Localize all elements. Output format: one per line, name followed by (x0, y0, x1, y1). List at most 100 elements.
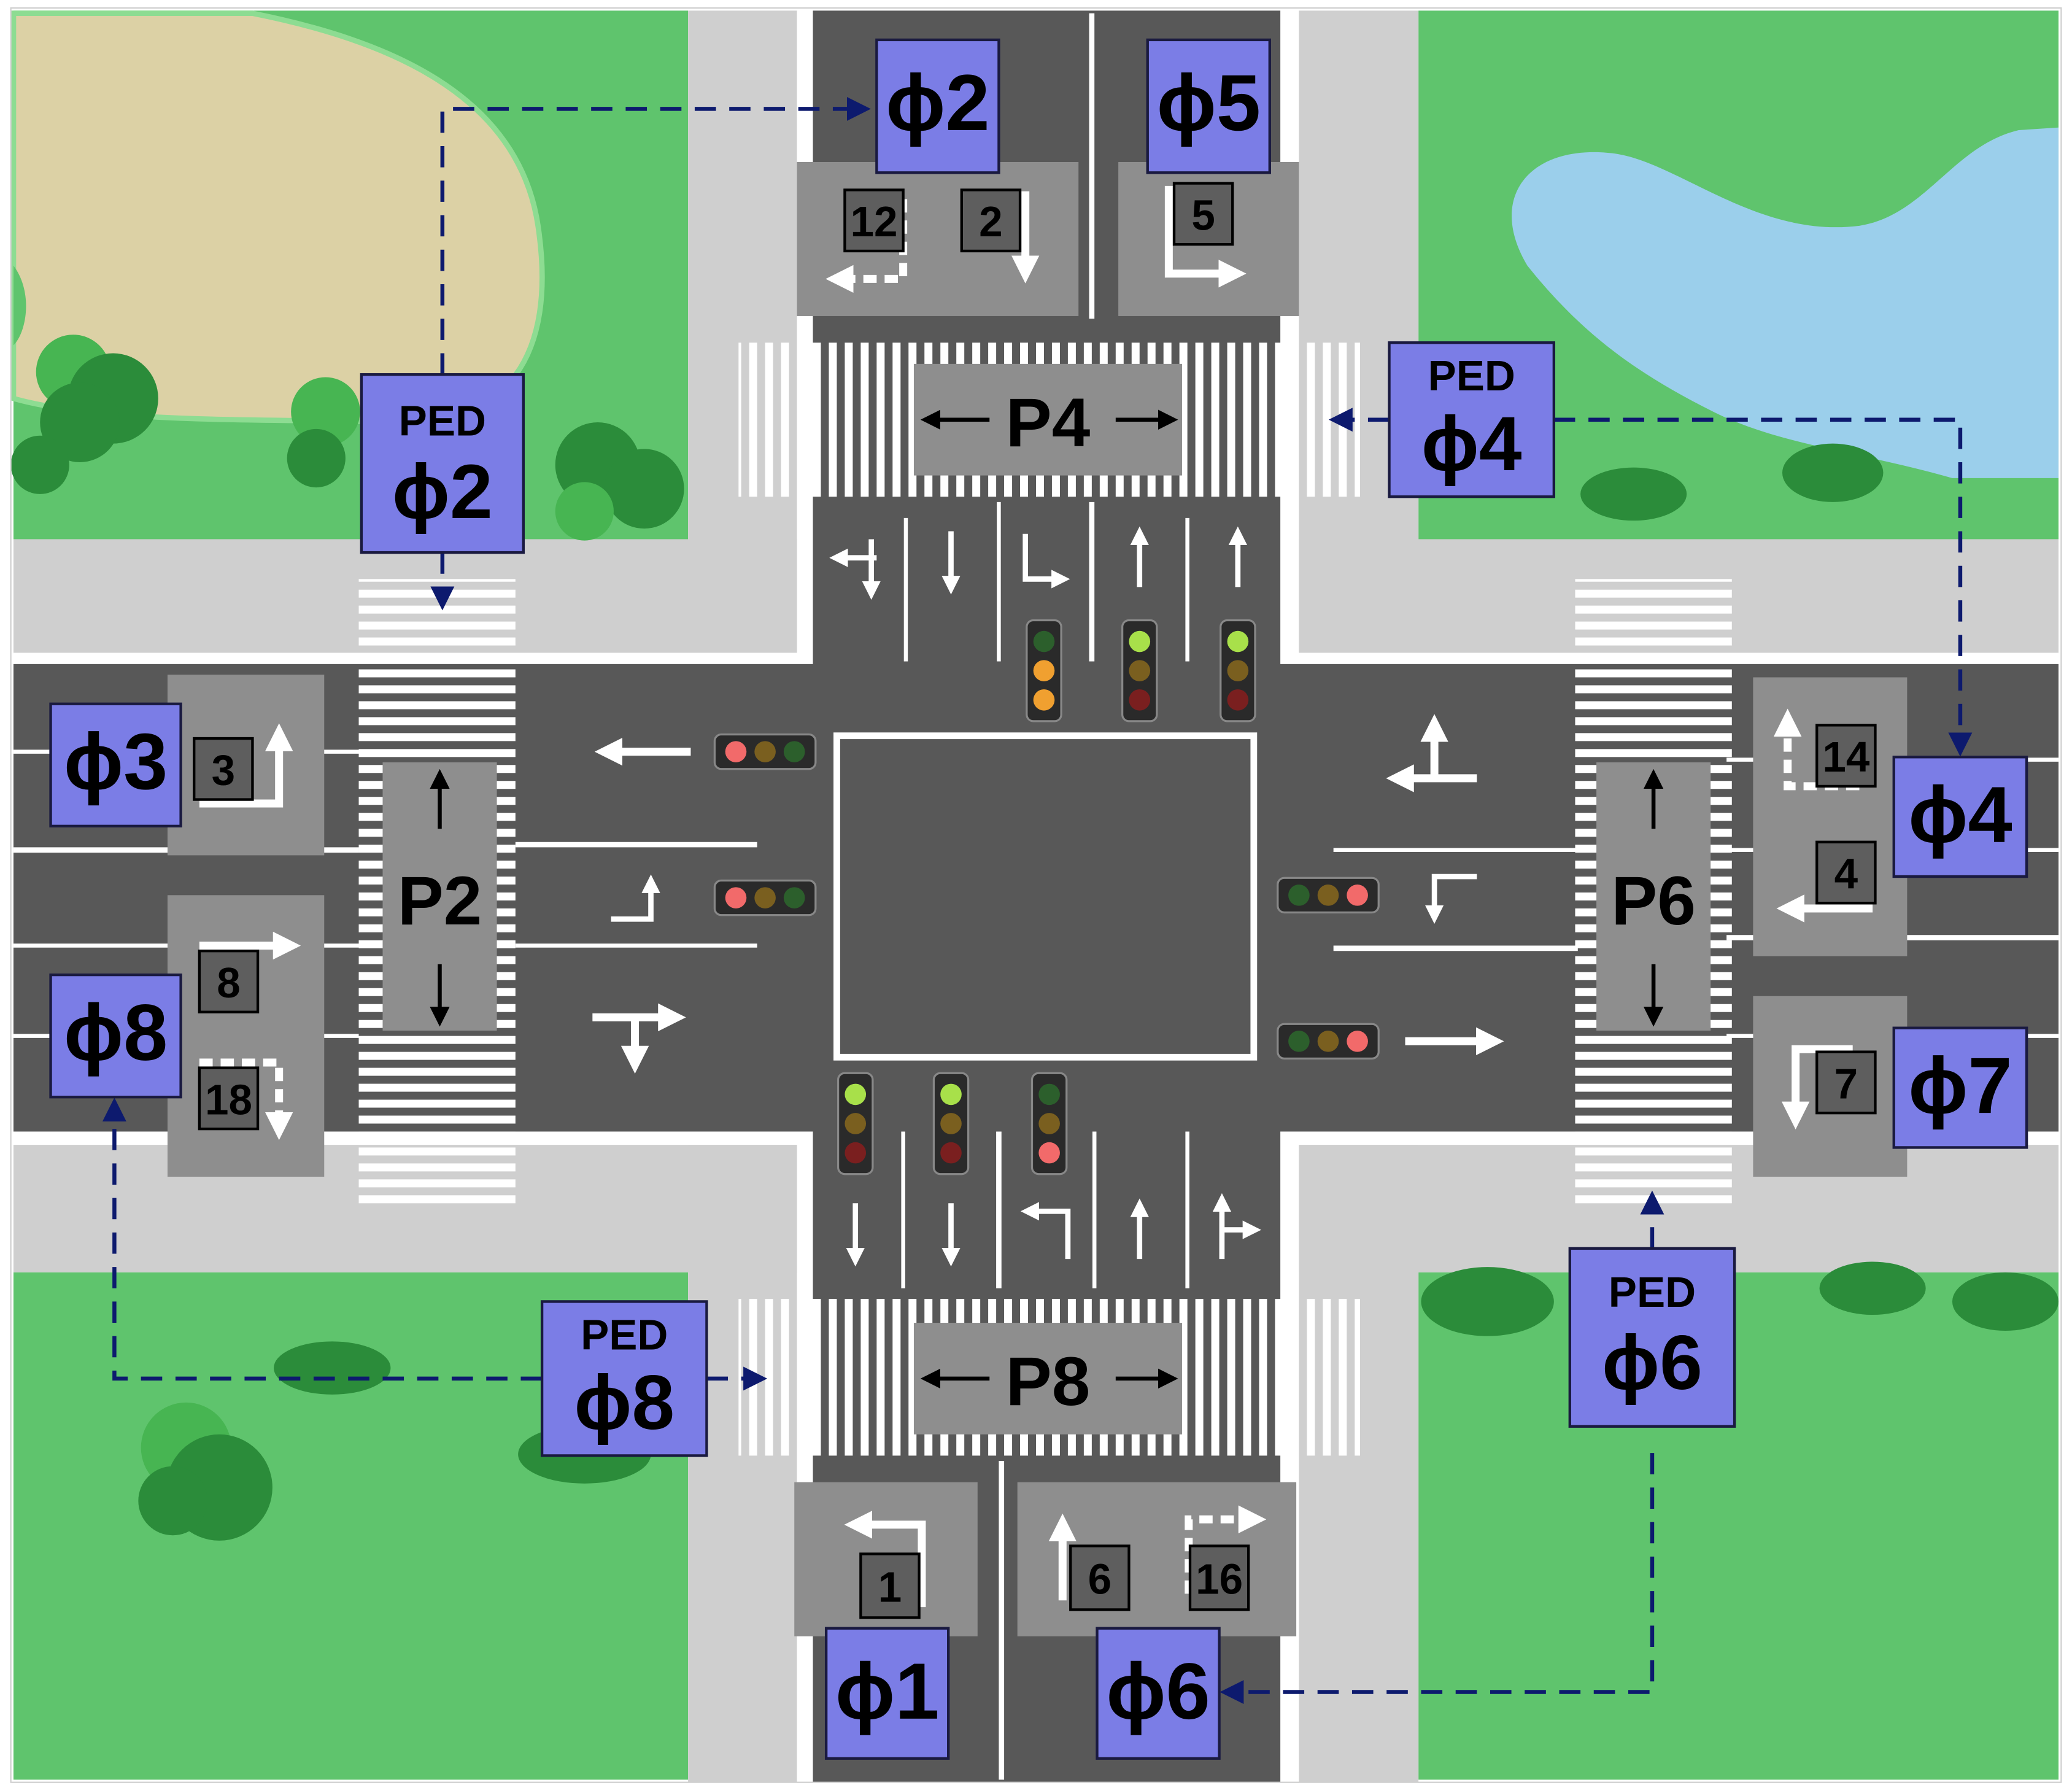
arrow-7-down (1781, 1045, 1853, 1130)
signal-lamp-amber (754, 887, 776, 908)
movement-numbers: 12 2 5 3 8 18 14 4 7 1 6 16 (193, 182, 1877, 1619)
svg-text:12: 12 (851, 198, 898, 246)
signal-west-2 (713, 879, 817, 916)
arrow-3-up (199, 723, 293, 808)
signal-north-1 (1026, 619, 1062, 722)
signal-south-3 (1030, 1072, 1068, 1175)
ped-phase-phi4: PED ϕ4 (1388, 341, 1556, 498)
signal-lamp-red (1038, 1142, 1060, 1164)
svg-text:8: 8 (217, 959, 241, 1007)
signal-lamp-green (1288, 885, 1310, 906)
svg-text:16: 16 (1196, 1555, 1243, 1603)
svg-text:1: 1 (878, 1563, 902, 1611)
phase-phi8: ϕ8 (49, 973, 182, 1099)
ped-phase-phi8: PED ϕ8 (540, 1300, 708, 1457)
svg-text:5: 5 (1191, 191, 1215, 239)
signal-north-3 (1220, 619, 1256, 722)
movement-18: 18 (198, 1066, 260, 1131)
crosswalk-label-p2: P2 (398, 862, 482, 939)
phase-phi1: ϕ1 (824, 1627, 950, 1760)
phase-phi6: ϕ6 (1096, 1627, 1221, 1760)
arrow-1-left (844, 1511, 926, 1608)
svg-text:PED: PED (1609, 1268, 1696, 1316)
bush-cluster-ne (1580, 443, 1884, 521)
svg-text:4: 4 (1834, 850, 1858, 898)
signal-lamp-green (783, 887, 805, 908)
signal-lamp-green (940, 1083, 962, 1105)
signal-lamp-red (725, 741, 747, 762)
signal-lamp-amber (940, 1113, 962, 1134)
arrow-18-down-dashed (199, 1058, 293, 1140)
sidewalks (13, 10, 2059, 1783)
crosswalk-label-p6: P6 (1611, 862, 1696, 939)
intersection-box (833, 732, 1258, 1061)
movement-3: 3 (193, 737, 254, 801)
signal-lamp-green (1227, 630, 1249, 652)
link-ped2-to-phi2 (440, 96, 871, 375)
signal-lamp-amber (1129, 660, 1151, 681)
signal-north-2 (1121, 619, 1158, 722)
svg-text:ϕ4: ϕ4 (1908, 770, 2012, 859)
svg-text:18: 18 (205, 1075, 252, 1123)
signal-lamp-green (1129, 630, 1151, 652)
signal-lamp-amber (1038, 1113, 1060, 1134)
signal-east-2 (1277, 1023, 1380, 1060)
signal-lamp-amber (1033, 660, 1055, 681)
movement-6: 6 (1069, 1544, 1131, 1611)
movement-2: 2 (960, 188, 1022, 253)
signal-lamp-amber (845, 1113, 867, 1134)
signal-lamp-amber (1317, 885, 1339, 906)
svg-text:7: 7 (1834, 1059, 1858, 1107)
svg-text:ϕ2: ϕ2 (392, 448, 493, 535)
crosswalk-p6: P6 (1611, 769, 1696, 1027)
svg-text:ϕ3: ϕ3 (64, 716, 168, 806)
movement-14: 14 (1815, 724, 1877, 788)
signal-lamp-green (1288, 1031, 1310, 1052)
signal-lamp-red (1033, 689, 1055, 711)
bush-cluster-nw-2 (287, 377, 360, 488)
bush-cluster-nw-1 (10, 335, 158, 494)
signal-lamp-red (940, 1142, 962, 1164)
signal-lamp-green (845, 1083, 867, 1105)
frame (10, 7, 2062, 1783)
signal-lamp-red (725, 887, 747, 908)
svg-text:2: 2 (979, 198, 1003, 246)
signal-lamp-amber (754, 741, 776, 762)
svg-text:14: 14 (1822, 733, 1869, 781)
pavement-arrow-n-right (1022, 533, 1070, 589)
phase-phi3: ϕ3 (49, 702, 182, 827)
signal-lamp-green (1038, 1083, 1060, 1105)
svg-text:ϕ8: ϕ8 (574, 1359, 675, 1446)
crosswalk-label-p8: P8 (1006, 1342, 1091, 1420)
signal-lamp-red (1347, 885, 1368, 906)
ped-link-lines (102, 96, 1973, 1705)
signal-east-1 (1277, 877, 1380, 914)
crosswalk-label-p4: P4 (1006, 384, 1091, 461)
svg-text:ϕ6: ϕ6 (1106, 1646, 1210, 1736)
svg-text:ϕ4: ϕ4 (1421, 400, 1522, 487)
arrow-5-right (1164, 185, 1247, 288)
bush-cluster-sw (138, 1341, 651, 1541)
pavement-arrow-west-uturn (611, 874, 660, 922)
ped-phase-phi2: PED ϕ2 (360, 373, 525, 554)
signal-lamp-green (783, 741, 805, 762)
link-ped6-to-phi6 (1220, 1453, 1655, 1705)
traffic-signals (713, 619, 1380, 1175)
movement-12: 12 (843, 188, 905, 253)
link-ped4-to-phi4 (1553, 417, 1973, 757)
svg-text:PED: PED (1428, 352, 1515, 400)
signal-west-1 (713, 733, 817, 770)
signal-lamp-amber (1317, 1031, 1339, 1052)
svg-text:ϕ1: ϕ1 (835, 1646, 940, 1736)
movement-4: 4 (1815, 840, 1877, 905)
signal-lamp-red (1129, 689, 1151, 711)
signal-lamp-amber (1227, 660, 1249, 681)
crosswalk-p8: P8 (920, 1342, 1178, 1420)
svg-text:ϕ6: ϕ6 (1602, 1319, 1703, 1406)
signal-lamp-red (845, 1142, 867, 1164)
svg-text:ϕ2: ϕ2 (886, 58, 990, 147)
crosswalk-labels: P4 P8 P2 P6 (398, 384, 1696, 1420)
movement-8: 8 (198, 950, 260, 1013)
svg-text:ϕ7: ϕ7 (1908, 1040, 2012, 1130)
svg-text:PED: PED (581, 1311, 668, 1358)
